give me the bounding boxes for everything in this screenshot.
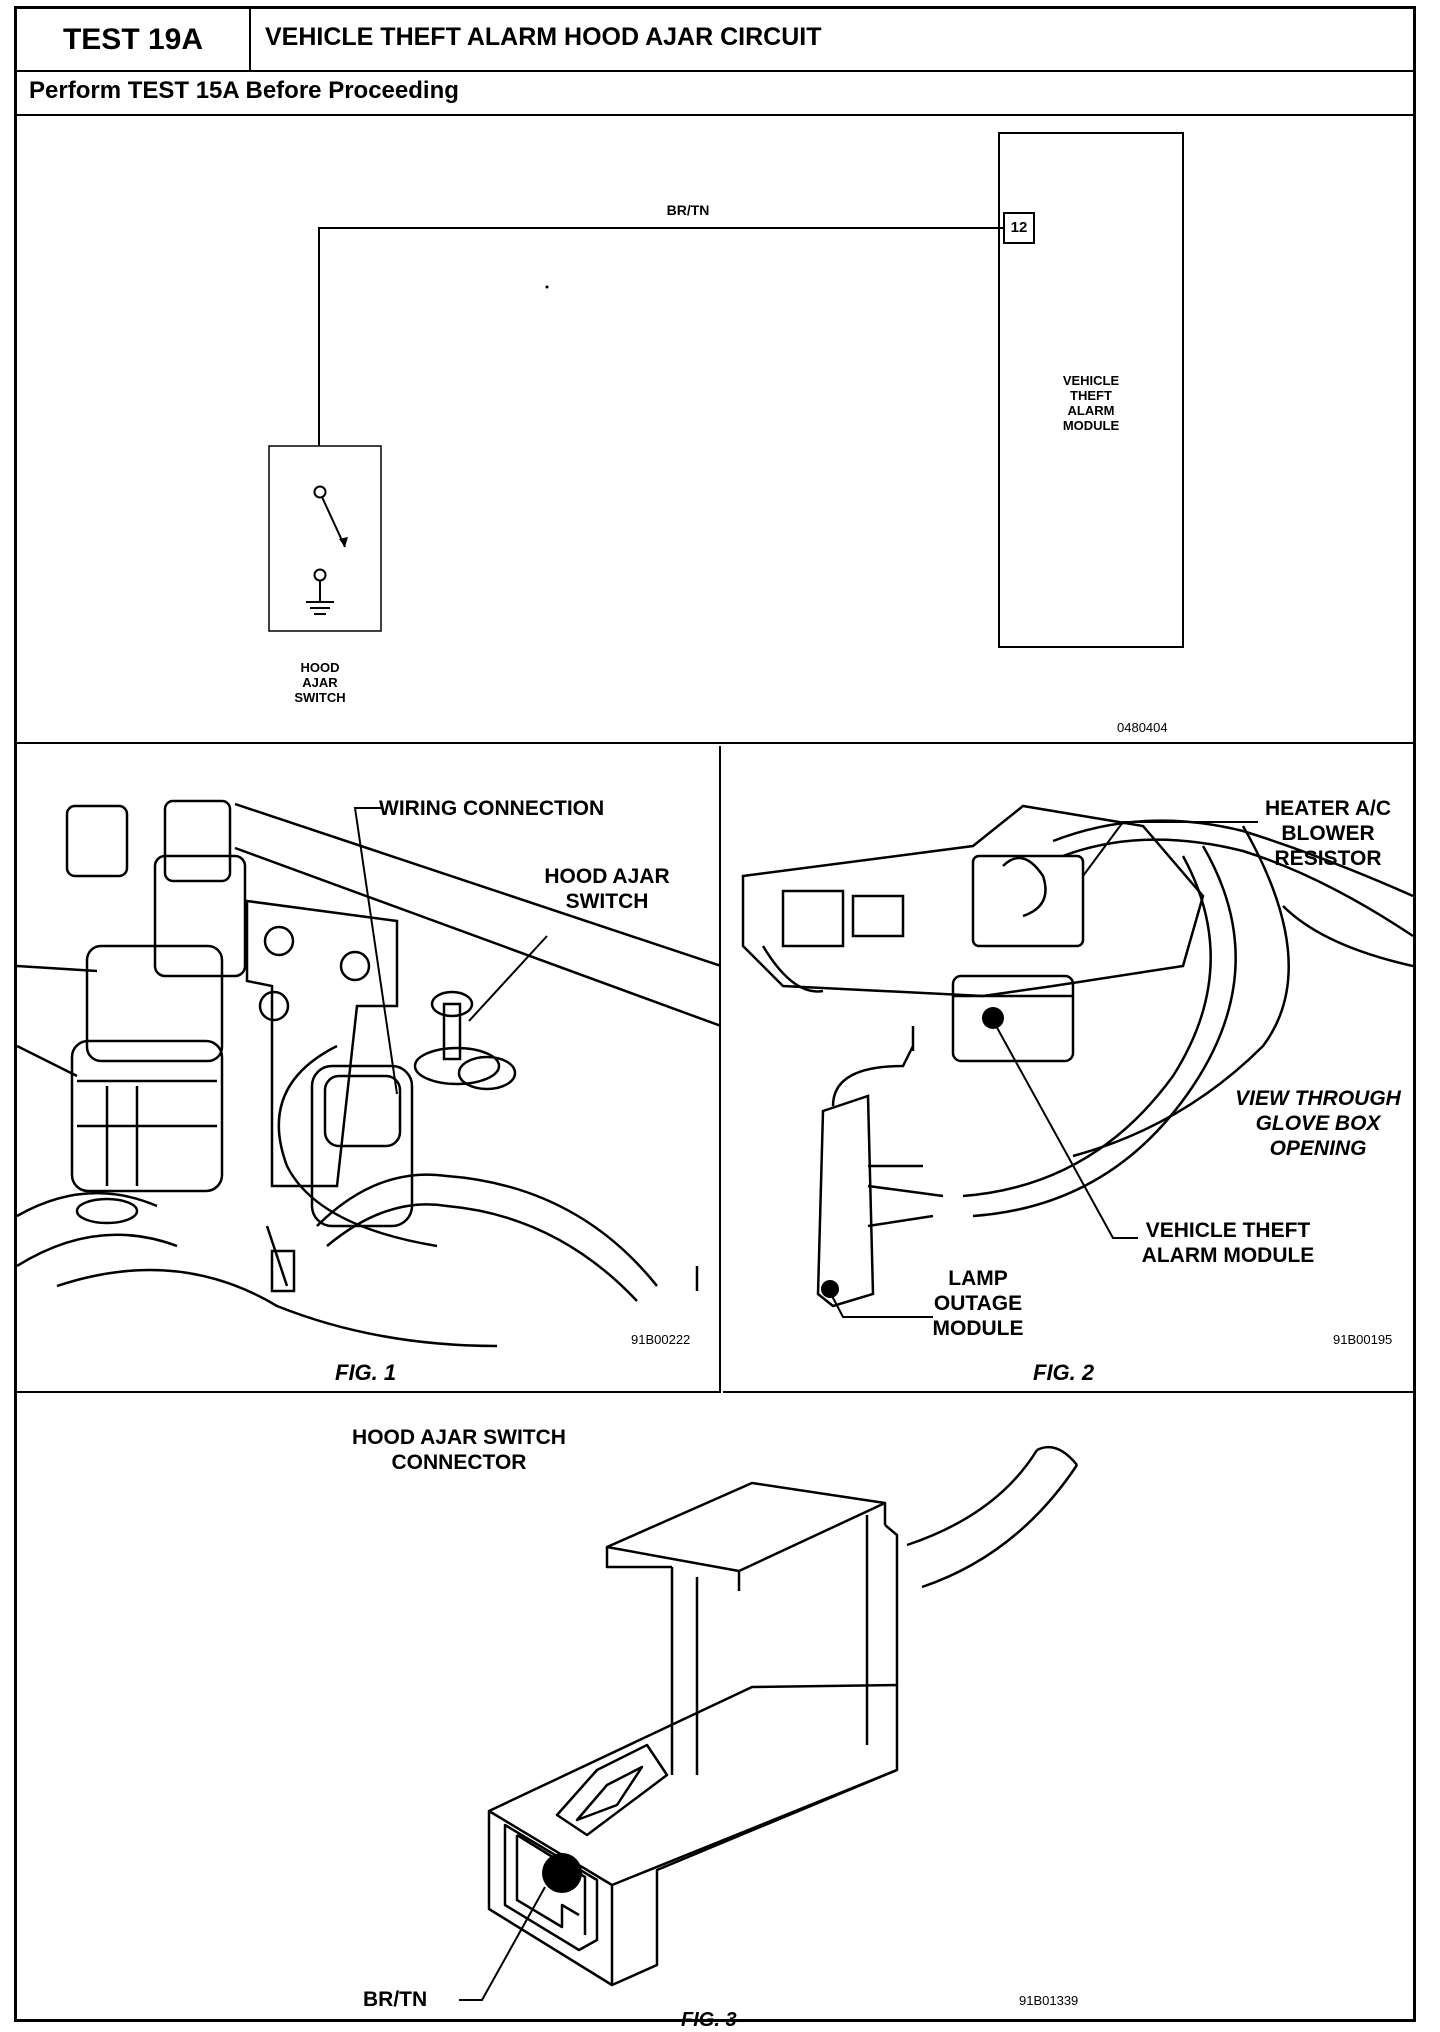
fig2-callout-lamp xyxy=(830,1293,933,1318)
fig3-cable xyxy=(906,1449,1039,1547)
test-page: TEST 19A VEHICLE THEFT ALARM HOOD AJAR C… xyxy=(14,6,1416,2031)
fig2-callout-module xyxy=(994,1023,1138,1239)
fig3-title: HOOD AJAR SWITCH CONNECTOR xyxy=(352,1426,566,1474)
fig2-callout-resistor xyxy=(1082,821,1258,877)
fig2-panel: HEATER A/C BLOWER RESISTOR VIEW THROUGH … xyxy=(723,746,1413,1393)
fig1-callout-switch-label: HOOD AJAR SWITCH xyxy=(544,865,670,913)
fig2-callout-view-label: VIEW THROUGH GLOVE BOX OPENING xyxy=(1235,1087,1401,1160)
fig1-callout-wiring xyxy=(353,807,398,1095)
switch-contact-top xyxy=(313,485,327,499)
fig2-callout-lamp-label: LAMP OUTAGE MODULE xyxy=(932,1267,1024,1340)
fig2-lamp-dot xyxy=(821,1280,839,1298)
switch-contact-bottom xyxy=(313,568,327,582)
fig2-drawing xyxy=(741,804,1413,1318)
fig3-caption: FIG. 3 xyxy=(681,2009,737,2031)
module-label: VEHICLE THEFT ALARM MODULE xyxy=(1062,373,1120,433)
schematic-drawing xyxy=(268,132,1184,648)
fig1-caption: FIG. 1 xyxy=(335,1360,397,1385)
fig1-code: 91B00222 xyxy=(631,1332,691,1347)
subtitle-row: Perform TEST 15A Before Proceeding xyxy=(17,70,1413,116)
fig3-terminal-dot xyxy=(542,1853,582,1893)
fig3-wire-label: BR/TN xyxy=(363,1988,428,2011)
schematic-panel: BR/TN 12 VEHICLE THEFT ALARM MODULE HOOD… xyxy=(17,115,1413,744)
fig3-callout-wire xyxy=(459,1886,546,2001)
fig2-callout-resistor-label: HEATER A/C BLOWER RESISTOR xyxy=(1265,797,1391,870)
fig3-drawing xyxy=(459,1445,1079,2001)
fig1-drawing xyxy=(17,799,721,1348)
header-row: TEST 19A VEHICLE THEFT ALARM HOOD AJAR C… xyxy=(17,9,1413,72)
fig2-module-dot xyxy=(982,1007,1004,1029)
fig1-panel: WIRING CONNECTION HOOD AJAR SWITCH 91B00… xyxy=(17,746,721,1393)
module-box xyxy=(998,132,1184,648)
fig3-code: 91B01339 xyxy=(1019,1993,1079,2008)
fig3-panel: HOOD AJAR SWITCH CONNECTOR BR/TN 91B0133… xyxy=(17,1395,1413,2019)
page-title: VEHICLE THEFT ALARM HOOD AJAR CIRCUIT xyxy=(265,23,822,51)
ground-symbol xyxy=(306,601,334,615)
switch-label: HOOD AJAR SWITCH xyxy=(294,660,346,705)
switch-box xyxy=(268,445,382,632)
fig2-code: 91B00195 xyxy=(1333,1332,1393,1347)
fig1-callout-wiring-label: WIRING CONNECTION xyxy=(379,797,605,820)
fig2-caption: FIG. 2 xyxy=(1033,1360,1095,1385)
fig2-callout-module-label: VEHICLE THEFT ALARM MODULE xyxy=(1141,1219,1315,1267)
page-subtitle: Perform TEST 15A Before Proceeding xyxy=(29,77,459,104)
test-id: TEST 19A xyxy=(17,9,251,70)
wire-label: BR/TN xyxy=(666,202,710,218)
diagram-code: 0480404 xyxy=(1117,720,1168,735)
pin-number: 12 xyxy=(1010,219,1028,236)
fig1-callout-switch xyxy=(468,935,548,1022)
wire-br-tn xyxy=(318,227,1004,446)
